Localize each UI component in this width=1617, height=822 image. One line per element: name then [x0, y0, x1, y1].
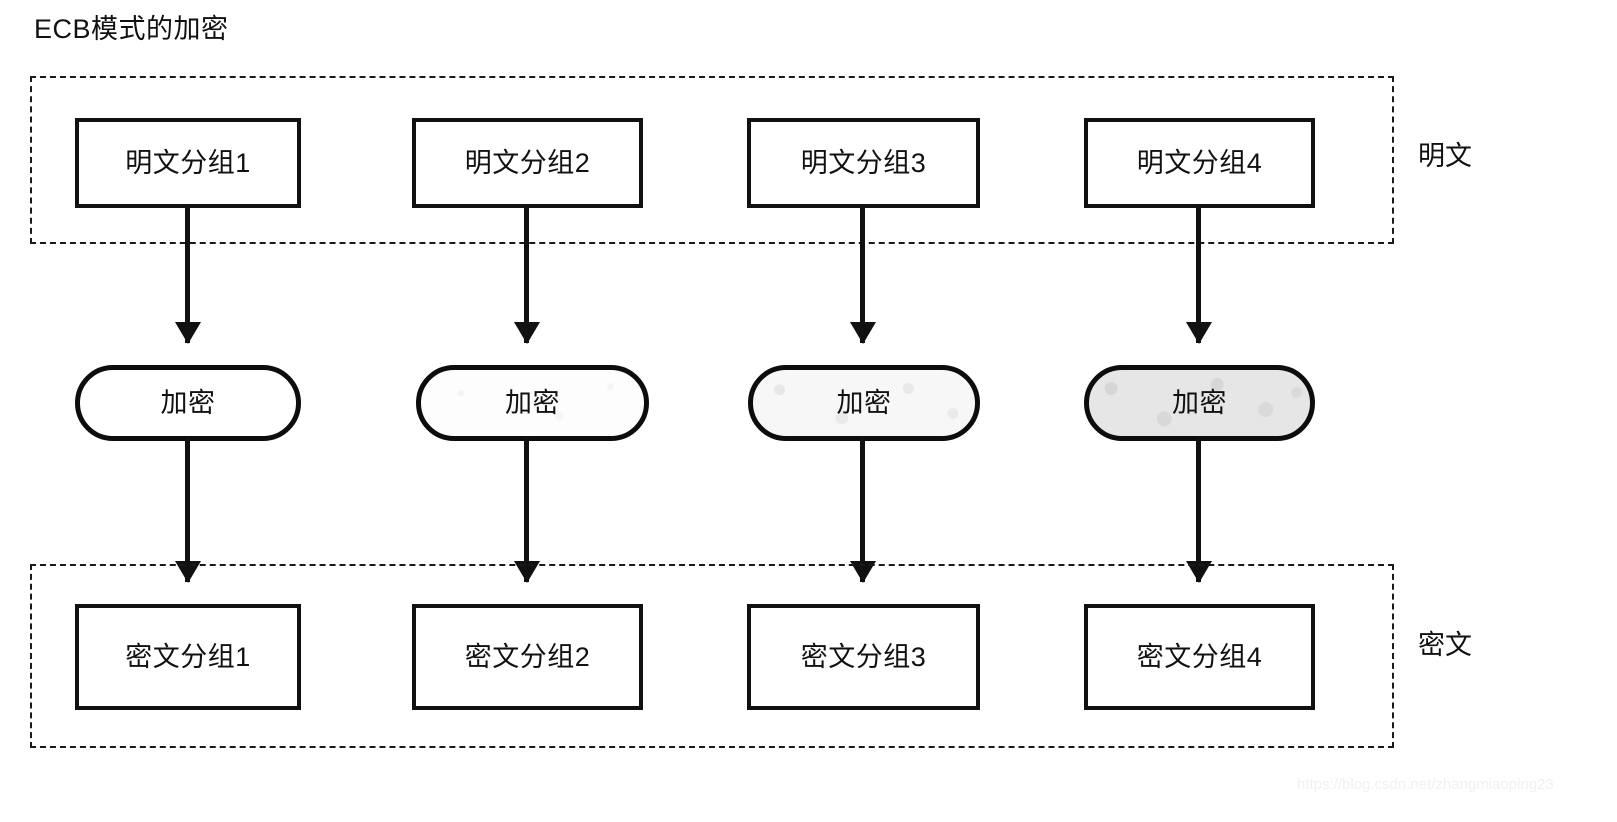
plaintext-group-container [30, 76, 1394, 244]
plaintext-block-1: 明文分组1 [75, 118, 301, 208]
arrow-plaintext-2-to-encrypt-2 [524, 206, 529, 343]
ciphertext-group-label: 密文 [1418, 630, 1472, 660]
arrow-encrypt-4-to-ciphertext-4 [1196, 438, 1201, 582]
plaintext-block-2: 明文分组2 [412, 118, 643, 208]
watermark-text: https://blog.csdn.net/zhangmiaoping23 [1297, 776, 1554, 793]
arrow-encrypt-2-to-ciphertext-2 [524, 438, 529, 582]
encrypt-node-3: 加密 [748, 365, 980, 441]
ciphertext-block-2-label: 密文分组2 [464, 642, 591, 672]
ciphertext-group-container [30, 564, 1394, 748]
ciphertext-block-4: 密文分组4 [1084, 604, 1315, 710]
plaintext-block-4-label: 明文分组4 [1136, 148, 1263, 178]
ciphertext-block-1: 密文分组1 [75, 604, 301, 710]
arrow-encrypt-3-to-ciphertext-3 [860, 438, 865, 582]
encrypt-node-3-label: 加密 [836, 388, 892, 418]
plaintext-block-3-label: 明文分组3 [800, 148, 927, 178]
encrypt-node-2: 加密 [416, 365, 649, 441]
encrypt-node-4: 加密 [1084, 365, 1315, 441]
plaintext-block-3: 明文分组3 [747, 118, 980, 208]
plaintext-block-2-label: 明文分组2 [464, 148, 591, 178]
ciphertext-block-4-label: 密文分组4 [1136, 642, 1263, 672]
encrypt-node-4-label: 加密 [1172, 388, 1227, 418]
ciphertext-block-1-label: 密文分组1 [125, 642, 251, 672]
ciphertext-block-3: 密文分组3 [747, 604, 980, 710]
plaintext-block-4: 明文分组4 [1084, 118, 1315, 208]
ciphertext-block-3-label: 密文分组3 [800, 642, 927, 672]
ciphertext-block-2: 密文分组2 [412, 604, 643, 710]
encrypt-node-2-label: 加密 [505, 388, 560, 418]
arrow-plaintext-3-to-encrypt-3 [860, 206, 865, 343]
arrow-plaintext-1-to-encrypt-1 [185, 206, 190, 343]
page-title: ECB模式的加密 [34, 14, 229, 44]
plaintext-group-label: 明文 [1418, 141, 1472, 171]
plaintext-block-1-label: 明文分组1 [125, 148, 251, 178]
arrow-plaintext-4-to-encrypt-4 [1196, 206, 1201, 343]
encrypt-node-1: 加密 [75, 365, 301, 441]
encrypt-node-1-label: 加密 [160, 388, 216, 418]
arrow-encrypt-1-to-ciphertext-1 [185, 438, 190, 582]
